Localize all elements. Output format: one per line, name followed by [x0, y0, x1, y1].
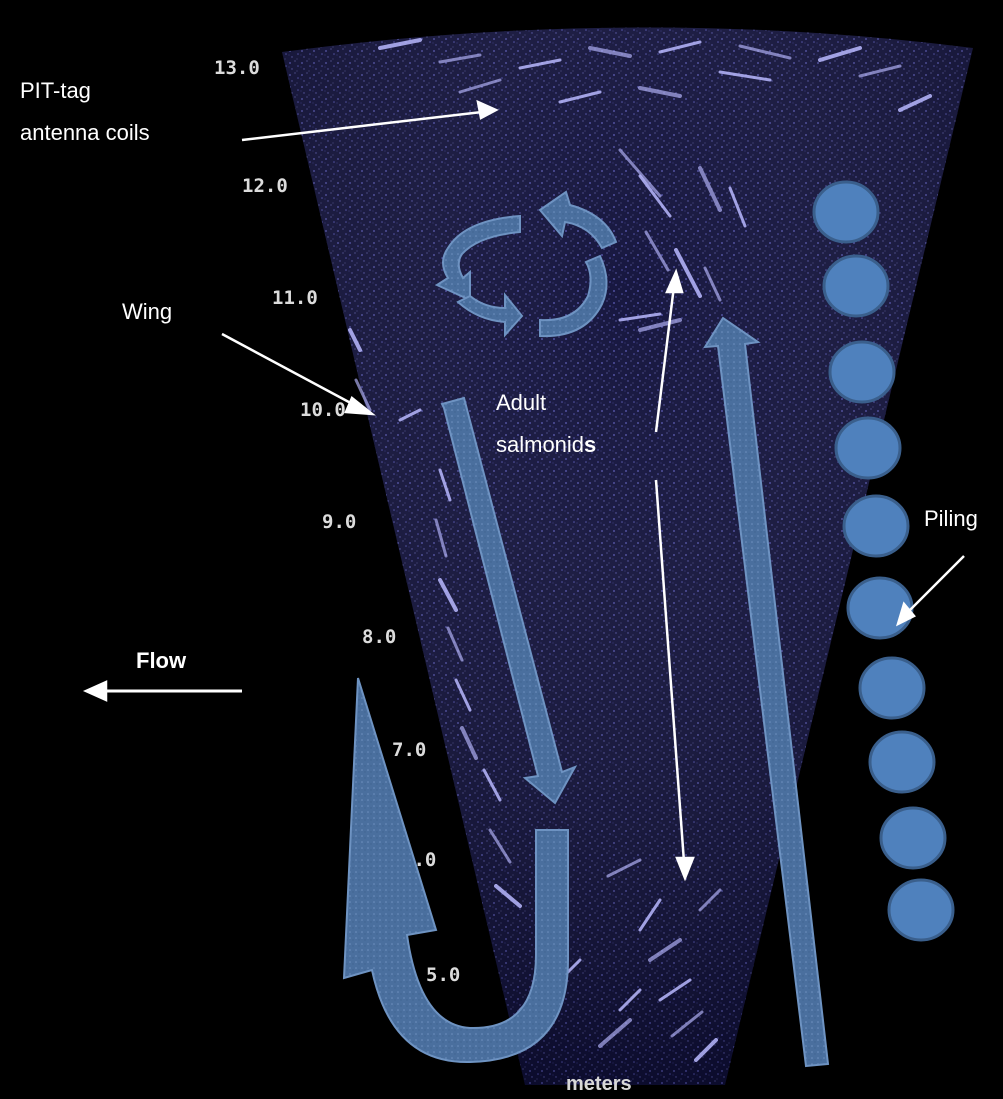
pit-tag-label-line1: PIT-tag [20, 76, 91, 106]
piling-1 [814, 182, 878, 242]
range-unit-label: meters [566, 1073, 632, 1095]
range-tick-8-0: 8.0 [362, 626, 396, 648]
piling-2 [824, 256, 888, 316]
pit-tag-label-line2: antenna coils [20, 118, 150, 148]
range-tick-9-0: 9.0 [322, 511, 356, 533]
piling-pointer [908, 556, 964, 612]
piling-10 [889, 880, 953, 940]
range-tick-11-0: 11.0 [272, 287, 318, 309]
piling-3 [830, 342, 894, 402]
wing-label: Wing [122, 297, 172, 327]
piling-label: Piling [924, 504, 978, 534]
piling-7 [860, 658, 924, 718]
flow-arrow-head [86, 682, 106, 700]
adult-salmonids-label-line2: salmonids [496, 430, 596, 460]
range-tick-10-0: 10.0 [300, 399, 346, 421]
adult-salmonids-label-main: salmonid [496, 432, 584, 457]
adult-salmonids-label-line1: Adult [496, 388, 546, 418]
range-tick-7-0: 7.0 [392, 739, 426, 761]
wing-pointer [222, 334, 360, 408]
range-tick-13-0: 13.0 [214, 57, 260, 79]
piling-4 [836, 418, 900, 478]
piling-5 [844, 496, 908, 556]
piling-8 [870, 732, 934, 792]
range-tick-5-0: 5.0 [426, 964, 460, 986]
range-tick-12-0: 12.0 [242, 175, 288, 197]
piling-9 [881, 808, 945, 868]
flow-label: Flow [136, 646, 186, 676]
adult-salmonids-label-suffix: s [584, 432, 596, 457]
